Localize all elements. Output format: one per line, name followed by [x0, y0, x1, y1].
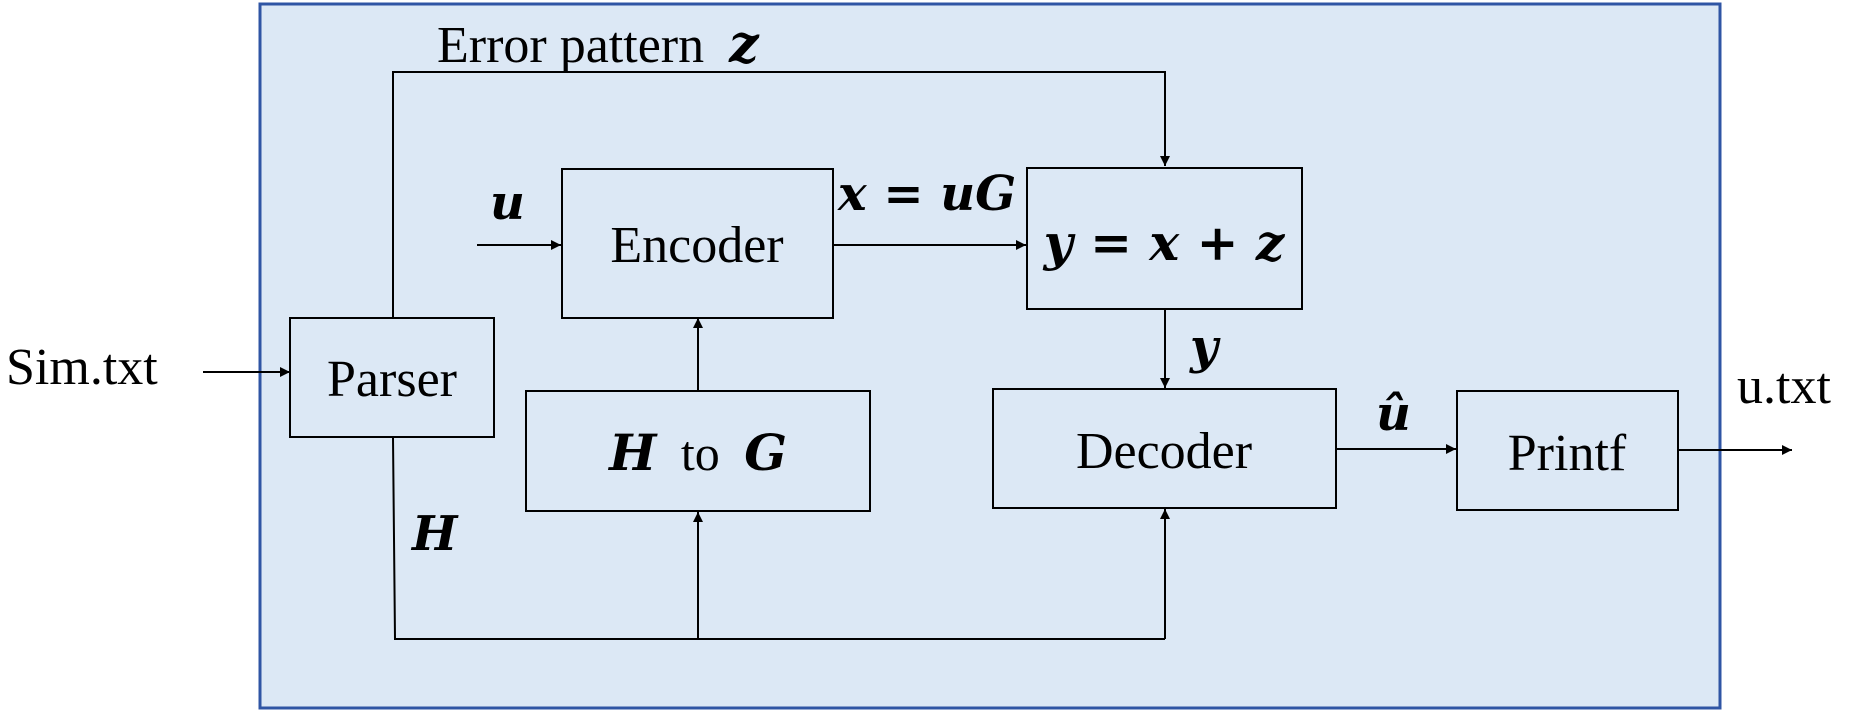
printf-label: Printf — [1508, 425, 1627, 482]
decoder-label: Decoder — [1076, 423, 1252, 480]
h-bus-wire — [392, 437, 1165, 640]
parser-block: Parser — [289, 317, 495, 438]
channel-block: y = x + z — [1026, 167, 1303, 310]
decoder-block: Decoder — [992, 388, 1337, 509]
channel-label: y = x + z — [1043, 213, 1286, 272]
system-boundary — [258, 2, 1722, 710]
u-signal-label: u — [490, 175, 525, 231]
error-pattern-label: Error pattern z — [437, 14, 760, 75]
u-hat-signal-label: û — [1376, 386, 1411, 442]
output-file-label: u.txt — [1737, 358, 1831, 415]
y-signal-label: y — [1189, 319, 1221, 375]
h-to-g-label: H to G — [607, 423, 787, 482]
parser-label: Parser — [327, 351, 457, 408]
x-equation-label: x = uG — [837, 166, 1016, 222]
printf-block: Printf — [1456, 390, 1679, 511]
h-to-g-block: H to G — [525, 390, 871, 512]
input-file-label: Sim.txt — [6, 339, 158, 396]
h-signal-label: H — [410, 506, 459, 562]
encoder-block: Encoder — [561, 168, 834, 319]
encoder-label: Encoder — [610, 217, 783, 274]
error-pattern-wire — [392, 71, 1170, 318]
